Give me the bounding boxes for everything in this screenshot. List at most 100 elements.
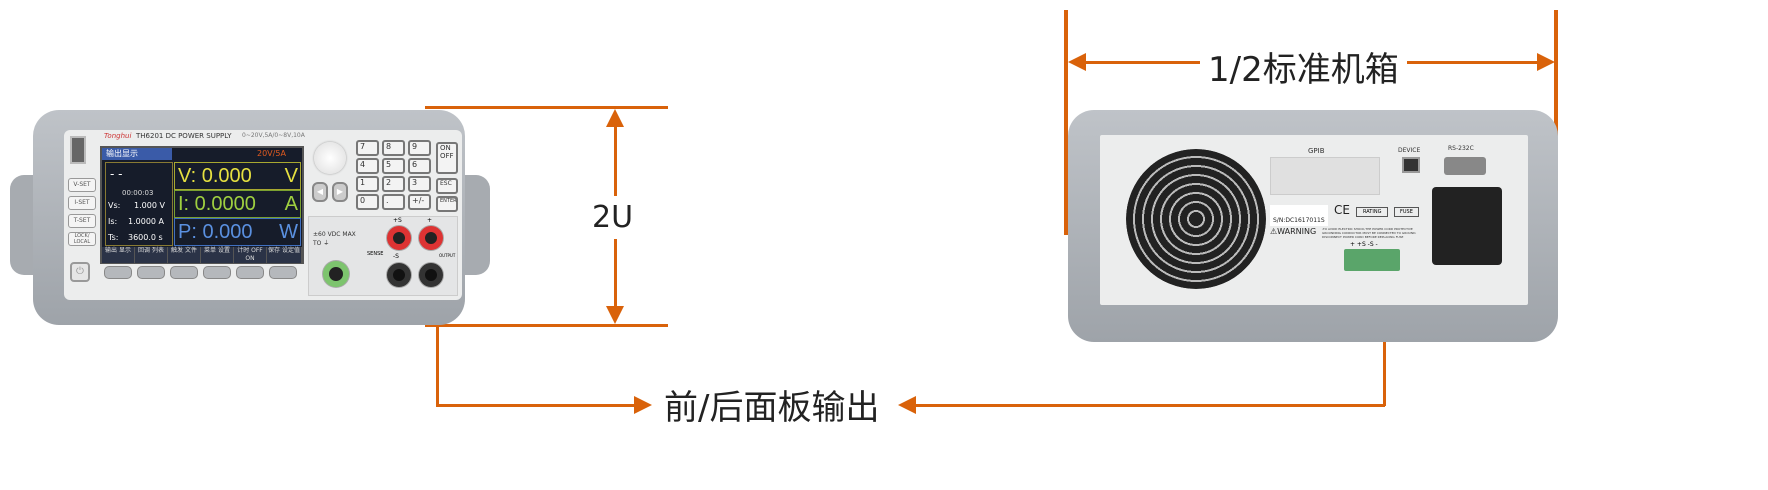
usb-port[interactable] — [70, 136, 86, 164]
key-7[interactable]: 2 — [382, 176, 405, 192]
output-minus-terminal[interactable] — [419, 263, 443, 287]
voltage-box — [174, 162, 301, 190]
sense-plus-terminal[interactable] — [387, 226, 411, 250]
key-5[interactable]: 6 — [408, 158, 431, 174]
right-arrow-button[interactable]: ▶ — [332, 182, 348, 202]
esc-button[interactable]: ESC — [436, 178, 458, 194]
key-8[interactable]: 3 — [408, 176, 431, 192]
sense-minus-terminal[interactable] — [387, 263, 411, 287]
arrowhead-left — [1068, 53, 1086, 71]
key-6[interactable]: 1 — [356, 176, 379, 192]
rear-panel: GPIB DEVICE RS-232C S/N:DC1617011S CE RA… — [1100, 135, 1528, 305]
arrowhead-left — [898, 396, 916, 414]
timer-text: 00:00:03 — [122, 189, 154, 197]
mode-label: 20V/5A — [257, 149, 286, 158]
fan-grille — [1126, 149, 1266, 289]
softkey-4[interactable] — [203, 266, 231, 279]
front-output-line-h — [436, 404, 636, 407]
rs232-port[interactable] — [1444, 157, 1486, 175]
arrowhead-right — [1537, 53, 1555, 71]
enter-button[interactable]: ENTER — [436, 196, 458, 212]
softkey-3[interactable] — [170, 266, 198, 279]
ground-terminal[interactable] — [323, 261, 349, 287]
height-top-line — [425, 106, 668, 109]
power-unit: W — [279, 221, 298, 243]
power-button[interactable]: ⏻ — [70, 262, 90, 282]
model-label: TH6201 DC POWER SUPPLY — [136, 132, 232, 140]
terminal-area: ±60 VDC MAX TO ⏚ +S + SENSE -S OUTPUT — [308, 216, 458, 296]
output-plus-terminal[interactable] — [419, 226, 443, 250]
rear-output-terminal[interactable] — [1344, 249, 1400, 271]
ts-label: Ts: — [108, 233, 119, 242]
rear-output-line-h — [915, 404, 1385, 407]
arrowhead-down — [606, 306, 624, 324]
key-2[interactable]: 9 — [408, 140, 431, 156]
usb-device-port[interactable] — [1402, 157, 1420, 173]
device-label: DEVICE — [1398, 147, 1421, 154]
output-label: 前/后面板输出 — [656, 380, 888, 429]
warning-label: ⚠WARNING — [1270, 227, 1317, 236]
rating-label: RATING — [1356, 207, 1389, 217]
sense-minus-label: -S — [393, 253, 399, 260]
on-off-button[interactable]: ON OFF — [436, 142, 458, 174]
key-11[interactable]: +/- — [408, 194, 431, 210]
softkey-6[interactable] — [269, 266, 297, 279]
softkey-2[interactable] — [137, 266, 165, 279]
sense-plus-label: +S — [393, 217, 402, 224]
status-text: - - — [110, 167, 123, 181]
current-reading: I: 0.0000 — [178, 193, 256, 215]
range-label: 0~20V,5A/0~8V,10A — [242, 132, 305, 139]
fuse-label: FUSE — [1394, 207, 1419, 217]
softkey-label: 计时 OFF ON — [234, 247, 267, 263]
power-box — [174, 218, 301, 246]
height-label: 2U — [588, 196, 638, 239]
gpib-cover — [1270, 157, 1380, 195]
softkey-label: 回调 列表 — [135, 247, 168, 263]
plus-label: + — [427, 217, 433, 224]
front-panel: Tonghui TH6201 DC POWER SUPPLY 0~20V,5A/… — [64, 130, 462, 300]
serial-label: S/N:DC1617011S — [1270, 205, 1328, 226]
arrowhead-up — [606, 109, 624, 127]
key-3[interactable]: 4 — [356, 158, 379, 174]
rs232-label: RS-232C — [1448, 145, 1474, 152]
power-inlet[interactable] — [1432, 187, 1502, 265]
lock-local-button[interactable]: LOCK/ LOCAL — [68, 232, 96, 246]
settings-box: - - 00:00:03 Vs: 1.000 V Is: 1.0000 A Ts… — [105, 162, 173, 246]
brand-logo: Tonghui — [104, 132, 132, 140]
i-set-button[interactable]: I-SET — [68, 196, 96, 210]
arrowhead-right — [634, 396, 652, 414]
display-screen: 输出显示 20V/5A - - 00:00:03 Vs: 1.000 V Is:… — [100, 146, 304, 264]
key-9[interactable]: 0 — [356, 194, 379, 210]
output-label-front: OUTPUT — [439, 253, 456, 258]
height-bottom-line — [425, 324, 668, 327]
softkey-1[interactable] — [104, 266, 132, 279]
ce-mark: CE — [1334, 203, 1350, 217]
key-10[interactable]: . — [382, 194, 405, 210]
voltage-reading: V: 0.000 — [178, 165, 252, 187]
voltage-unit: V — [284, 165, 298, 187]
rotary-knob[interactable] — [314, 142, 346, 174]
terminal-label-rear: + +S -S - — [1350, 241, 1378, 248]
chassis-label: 1/2标准机箱 — [1200, 42, 1407, 91]
sense-label: SENSE — [367, 251, 384, 257]
softkey-5[interactable] — [236, 266, 264, 279]
softkey-labels: 输出 显示 回调 列表 触发 文件 菜单 设置 计时 OFF ON 保存 设定值 — [102, 247, 302, 263]
ts-value: 3600.0 s — [128, 233, 163, 242]
left-arrow-button[interactable]: ◀ — [312, 182, 328, 202]
v-set-button[interactable]: V-SET — [68, 178, 96, 192]
softkey-label: 菜单 设置 — [201, 247, 234, 263]
gpib-label: GPIB — [1308, 147, 1325, 155]
power-reading: P: 0.000 — [178, 221, 253, 243]
chassis-left-marker — [1064, 10, 1068, 235]
softkey-label: 保存 设定值 — [267, 247, 302, 263]
key-4[interactable]: 5 — [382, 158, 405, 174]
t-set-button[interactable]: T-SET — [68, 214, 96, 228]
softkey-label: 输出 显示 — [102, 247, 135, 263]
current-unit: A — [284, 193, 298, 215]
key-1[interactable]: 8 — [382, 140, 405, 156]
vs-label: Vs: — [108, 201, 121, 210]
warning-text: -TO AVOID ELECTRIC SHOCK,THE POWER CORD … — [1322, 227, 1417, 239]
key-0[interactable]: 7 — [356, 140, 379, 156]
voltage-warning: ±60 VDC MAX TO ⏚ — [313, 231, 356, 247]
softkey-label: 触发 文件 — [168, 247, 201, 263]
